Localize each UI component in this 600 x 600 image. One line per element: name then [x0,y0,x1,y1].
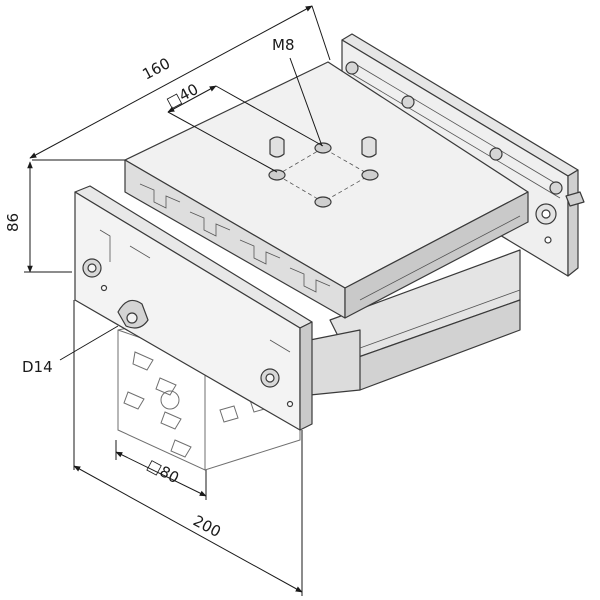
dim-160-line [29,5,313,159]
d14-leader [59,325,119,361]
dim-200-line [73,465,303,593]
dim-80-label: □80 [144,456,182,488]
dim-200-label: 200 [190,512,224,541]
dimension-lines [24,5,331,596]
m8-leader [289,57,323,147]
clamp-bolt [82,258,280,388]
dim-86-label: 86 [4,213,22,232]
dim-40-line [167,85,217,113]
dim-40-label: □40 [163,80,201,112]
d14-label: D14 [22,358,53,376]
m8-threaded-hole [314,142,332,154]
d14-cam-lever [117,299,149,329]
m8-label: M8 [272,36,295,54]
lower-carriage [309,249,521,396]
dim-160-label: 160 [139,54,173,83]
rail-bolt [345,61,563,195]
front-clamp-plate [74,185,313,431]
